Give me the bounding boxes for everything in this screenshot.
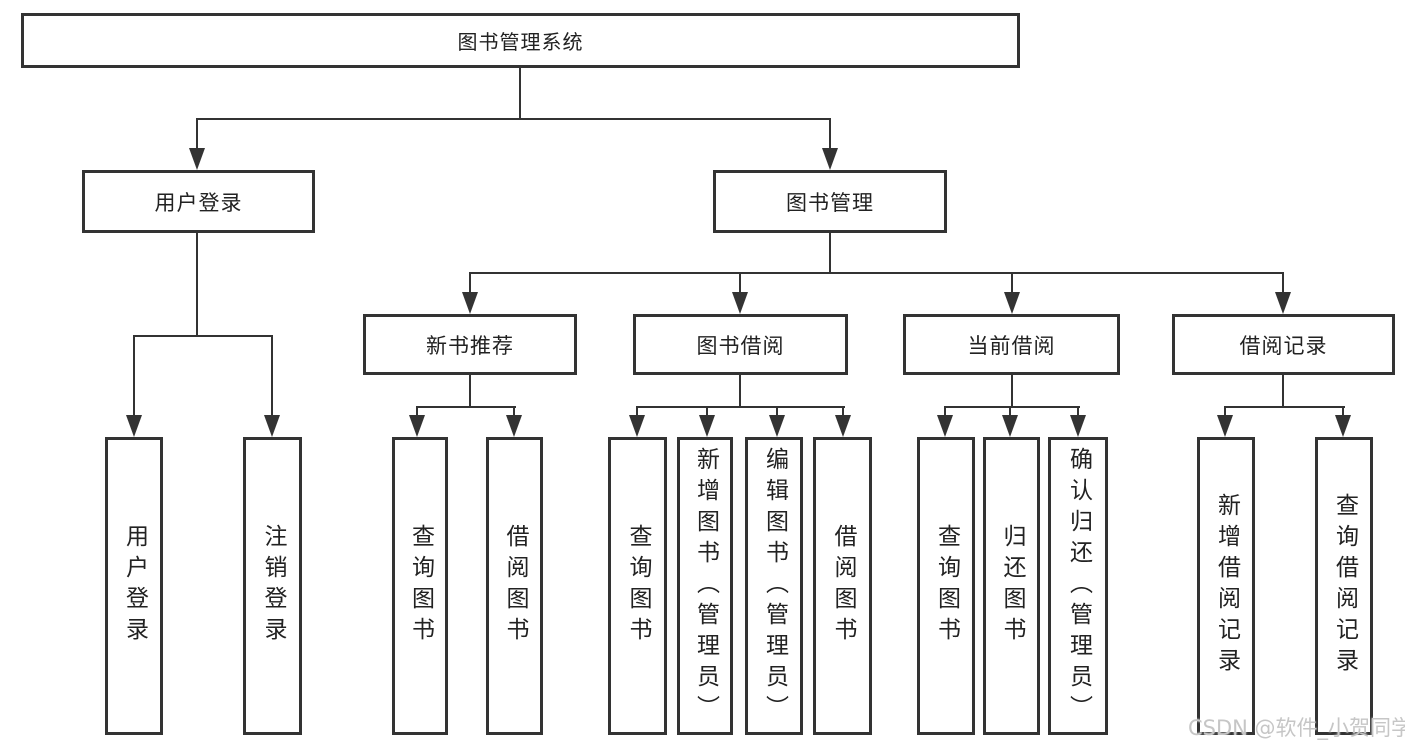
node-borrow-records: 借阅记录: [1172, 314, 1395, 375]
connector-stem: [469, 272, 471, 294]
leaf-add-borrow-record: 新增借阅记录: [1197, 437, 1255, 735]
node-current-borrow: 当前借阅: [903, 314, 1120, 375]
arrow-down-icon: [1275, 292, 1291, 314]
connector-root-stem: [519, 68, 521, 120]
connector-stem: [1011, 375, 1013, 408]
arrow-down-icon: [835, 415, 851, 437]
arrow-down-icon: [462, 292, 478, 314]
connector-stem: [776, 406, 778, 417]
arrow-down-icon: [409, 415, 425, 437]
arrow-down-icon: [1070, 415, 1086, 437]
connector-branch: [944, 406, 1080, 408]
leaf-borrow-books-recommend: 借阅图书: [486, 437, 543, 735]
leaf-confirm-return-admin: 确认归还（管理员）: [1048, 437, 1108, 735]
connector-root-branch: [196, 118, 831, 120]
arrow-down-icon: [1004, 292, 1020, 314]
connector-branch: [636, 406, 845, 408]
connector-stem: [196, 233, 198, 337]
connector-stem: [944, 406, 946, 417]
leaf-label: 归还图书: [999, 524, 1025, 648]
leaf-label: 新增借阅记录: [1213, 493, 1240, 679]
connector-stem: [706, 406, 708, 417]
arrow-down-icon: [822, 148, 838, 170]
leaf-label: 确认归还（管理员）: [1065, 446, 1092, 726]
connector-branch: [416, 406, 516, 408]
node-label: 图书管理系统: [457, 30, 584, 54]
leaf-label: 借阅图书: [830, 524, 856, 648]
arrow-down-icon: [629, 415, 645, 437]
arrow-down-icon: [1217, 415, 1233, 437]
node-label: 图书管理: [786, 190, 874, 215]
connector-stem: [1342, 406, 1344, 417]
node-library-management-system: 图书管理系统: [21, 13, 1020, 68]
leaf-edit-books-admin: 编辑图书（管理员）: [745, 437, 803, 735]
leaf-query-books-current: 查询图书: [917, 437, 975, 735]
leaf-label: 查询借阅记录: [1331, 493, 1358, 679]
arrow-down-icon: [769, 415, 785, 437]
leaf-logout: 注销登录: [243, 437, 302, 735]
leaf-query-borrow-record: 查询借阅记录: [1315, 437, 1373, 735]
connector-stem: [1224, 406, 1226, 417]
leaf-label: 新增图书（管理员）: [692, 446, 719, 726]
connector-stem: [829, 118, 831, 150]
connector-stem: [133, 335, 135, 417]
leaf-label: 查询图书: [625, 524, 651, 648]
leaf-user-login: 用户登录: [105, 437, 163, 735]
csdn-watermark: CSDN @软件_小贺同学: [1188, 716, 1405, 740]
node-label: 用户登录: [154, 190, 243, 215]
connector-stem: [1077, 406, 1079, 417]
node-new-book-recommend: 新书推荐: [363, 314, 577, 375]
connector-stem: [1011, 272, 1013, 294]
arrow-down-icon: [506, 415, 522, 437]
leaf-label: 借阅图书: [502, 524, 528, 648]
connector-stem: [842, 406, 844, 417]
leaf-return-books: 归还图书: [983, 437, 1040, 735]
node-book-management: 图书管理: [713, 170, 947, 233]
connector-stem: [636, 406, 638, 417]
leaf-label: 查询图书: [407, 524, 434, 648]
connector-stem: [739, 272, 741, 294]
connector-stem: [1282, 375, 1284, 408]
connector-stem: [513, 406, 515, 417]
arrow-down-icon: [937, 415, 953, 437]
arrow-down-icon: [189, 148, 205, 170]
arrow-down-icon: [1002, 415, 1018, 437]
arrow-down-icon: [264, 415, 280, 437]
node-label: 当前借阅: [967, 333, 1056, 358]
connector-stem: [196, 118, 198, 150]
leaf-label: 查询图书: [933, 524, 960, 648]
connector-branch: [469, 272, 1284, 274]
node-user-login: 用户登录: [82, 170, 315, 233]
connector-branch: [1224, 406, 1345, 408]
leaf-query-books-borrow: 查询图书: [608, 437, 667, 735]
connector-stem: [829, 233, 831, 274]
leaf-label: 注销登录: [260, 524, 286, 648]
connector-branch: [133, 335, 273, 337]
leaf-label: 用户登录: [121, 524, 148, 648]
leaf-add-books-admin: 新增图书（管理员）: [677, 437, 733, 735]
node-label: 借阅记录: [1239, 333, 1328, 358]
leaf-query-books-recommend: 查询图书: [392, 437, 448, 735]
connector-stem: [469, 375, 471, 408]
leaf-label: 编辑图书（管理员）: [761, 446, 788, 726]
arrow-down-icon: [1335, 415, 1351, 437]
connector-stem: [739, 375, 741, 408]
leaf-borrow-books: 借阅图书: [813, 437, 872, 735]
arrow-down-icon: [699, 415, 715, 437]
connector-stem: [1282, 272, 1284, 294]
node-book-borrow: 图书借阅: [633, 314, 848, 375]
connector-stem: [271, 335, 273, 417]
node-label: 图书借阅: [696, 333, 785, 358]
node-label: 新书推荐: [426, 333, 514, 358]
arrow-down-icon: [732, 292, 748, 314]
connector-stem: [1009, 406, 1011, 417]
connector-stem: [416, 406, 418, 417]
arrow-down-icon: [126, 415, 142, 437]
